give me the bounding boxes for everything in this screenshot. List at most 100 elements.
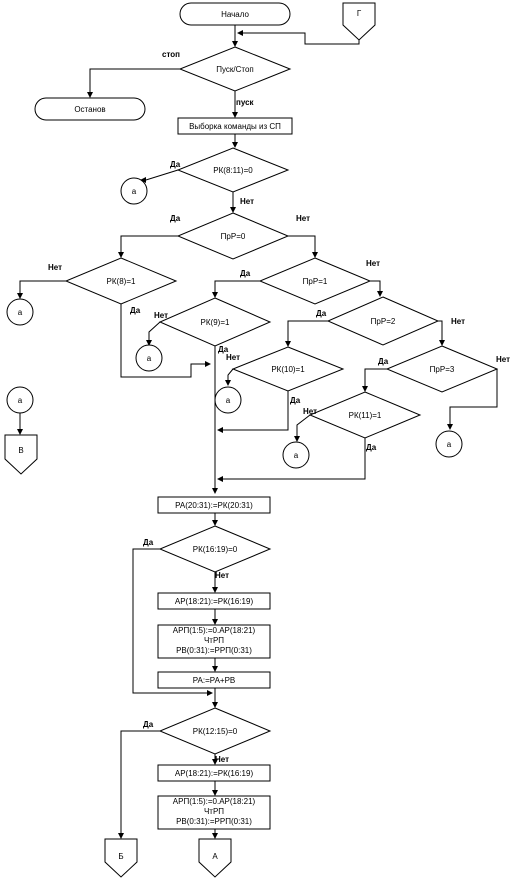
connector-a: а — [135, 344, 163, 372]
offpage-connector-a: А — [198, 838, 232, 878]
flow-line — [217, 438, 366, 482]
ostanov-terminator: Останов — [34, 97, 146, 121]
svg-text:Начало: Начало — [221, 10, 249, 19]
flow-line — [288, 235, 318, 258]
label-yes: Да — [316, 309, 327, 318]
svg-text:Г: Г — [357, 9, 362, 18]
svg-text:РВ(0:31):=РРП(0:31): РВ(0:31):=РРП(0:31) — [176, 817, 252, 826]
label-no: Нет — [451, 317, 465, 326]
svg-text:ЧтРП: ЧтРП — [204, 807, 224, 816]
label-yes: Да — [378, 357, 389, 366]
label-yes: Да — [290, 396, 301, 405]
svg-text:а: а — [18, 396, 23, 405]
svg-text:АРП(1:5):=0.АР(18:21): АРП(1:5):=0.АР(18:21) — [173, 626, 256, 635]
svg-text:ПрР=1: ПрР=1 — [303, 277, 328, 286]
svg-text:Выборка команды из СП: Выборка команды из СП — [189, 122, 281, 131]
connector-a: а — [282, 441, 310, 469]
svg-text:АР(18:21):=РК(16:19): АР(18:21):=РК(16:19) — [175, 597, 254, 606]
svg-text:РА:=РА+РВ: РА:=РА+РВ — [193, 676, 236, 685]
offpage-connector-b: Б — [104, 838, 138, 878]
decision-prr-3: ПрР=3 — [385, 345, 499, 393]
offpage-connector-v: В — [4, 434, 38, 475]
start-terminator: Начало — [179, 2, 291, 26]
flow-line — [447, 369, 498, 430]
svg-text:ПрР=3: ПрР=3 — [430, 365, 455, 374]
flow-line — [132, 548, 213, 696]
label-yes: Да — [240, 269, 251, 278]
connector-g: Г — [342, 2, 376, 41]
svg-text:РК(8:11)=0: РК(8:11)=0 — [213, 166, 253, 175]
label-no: Нет — [303, 407, 317, 416]
decision-rk-8-11: РК(8:11)=0 — [176, 147, 290, 193]
svg-text:РК(8)=1: РК(8)=1 — [107, 277, 136, 286]
process-memory-read-2: АРП(1:5):=0.АР(18:21) ЧтРП РВ(0:31):=РРП… — [157, 795, 271, 830]
flow-line — [217, 391, 289, 433]
svg-text:а: а — [226, 396, 231, 405]
label-yes: Да — [366, 443, 377, 452]
decision-rk-9: РК(9)=1 — [158, 297, 272, 347]
flow-line — [146, 321, 161, 346]
flow-line — [438, 320, 445, 346]
svg-text:а: а — [132, 187, 137, 196]
label-yes: Да — [143, 720, 154, 729]
svg-text:ПрР=0: ПрР=0 — [221, 232, 246, 241]
label-no: Нет — [240, 197, 254, 206]
decision-rk-8: РК(8)=1 — [64, 257, 178, 305]
label-no: Нет — [226, 353, 240, 362]
label-stop: стоп — [162, 50, 180, 59]
flow-line — [285, 320, 328, 347]
flow-line — [370, 280, 383, 297]
flow-line — [212, 280, 260, 298]
svg-text:А: А — [212, 852, 218, 861]
flow-line-g — [237, 30, 360, 45]
label-yes: Да — [170, 214, 181, 223]
flow-line — [118, 730, 160, 839]
svg-text:а: а — [147, 354, 152, 363]
svg-text:РА(20:31):=РК(20:31): РА(20:31):=РК(20:31) — [175, 501, 253, 510]
label-no: Нет — [154, 311, 168, 320]
label-yes: Да — [143, 538, 154, 547]
svg-text:РК(10)=1: РК(10)=1 — [271, 365, 305, 374]
decision-rk-10: РК(10)=1 — [231, 346, 345, 392]
flow-line — [17, 280, 66, 299]
svg-text:РВ(0:31):=РРП(0:31): РВ(0:31):=РРП(0:31) — [176, 646, 252, 655]
flow-line — [120, 304, 211, 378]
svg-text:РК(9)=1: РК(9)=1 — [201, 318, 230, 327]
connector-a: а — [120, 177, 148, 205]
flow-line — [362, 368, 387, 392]
label-no: Нет — [215, 571, 229, 580]
decision-prr-2: ПрР=2 — [326, 296, 440, 346]
process-ar-assign-1: АР(18:21):=РК(16:19) — [157, 592, 271, 610]
decision-rk-11: РК(11)=1 — [308, 391, 422, 439]
connector-a: а — [435, 430, 463, 458]
connector-a: а — [6, 386, 34, 414]
process-sum: РА:=РА+РВ — [157, 671, 271, 689]
flow-line — [140, 169, 179, 183]
flow-line — [87, 68, 180, 98]
label-no: Нет — [366, 259, 380, 268]
label-yes: Да — [218, 345, 229, 354]
flow-line — [118, 235, 178, 258]
label-yes: Да — [170, 160, 181, 169]
svg-text:а: а — [447, 440, 452, 449]
svg-text:Останов: Останов — [74, 105, 105, 114]
process-ar-assign-2: АР(18:21):=РК(16:19) — [157, 764, 271, 782]
connector-a: а — [6, 298, 34, 326]
process-fetch: Выборка команды из СП — [177, 117, 293, 135]
label-no: Нет — [296, 214, 310, 223]
label-no: Нет — [496, 355, 510, 364]
decision-rk-16-19: РК(16:19)=0 — [158, 525, 272, 573]
svg-text:а: а — [18, 308, 23, 317]
svg-text:АР(18:21):=РК(16:19): АР(18:21):=РК(16:19) — [175, 769, 254, 778]
svg-text:В: В — [18, 446, 23, 455]
connector-a: а — [214, 386, 242, 414]
svg-text:РК(11)=1: РК(11)=1 — [349, 411, 382, 420]
svg-text:Б: Б — [118, 852, 123, 861]
flow-line — [294, 414, 311, 442]
process-pa-assign: РА(20:31):=РК(20:31) — [157, 496, 271, 514]
svg-text:РК(12:15)=0: РК(12:15)=0 — [193, 727, 238, 736]
label-no: Нет — [48, 263, 62, 272]
svg-text:а: а — [294, 451, 299, 460]
label-pusk: пуск — [236, 98, 255, 107]
decision-prr-1: ПрР=1 — [258, 257, 372, 305]
